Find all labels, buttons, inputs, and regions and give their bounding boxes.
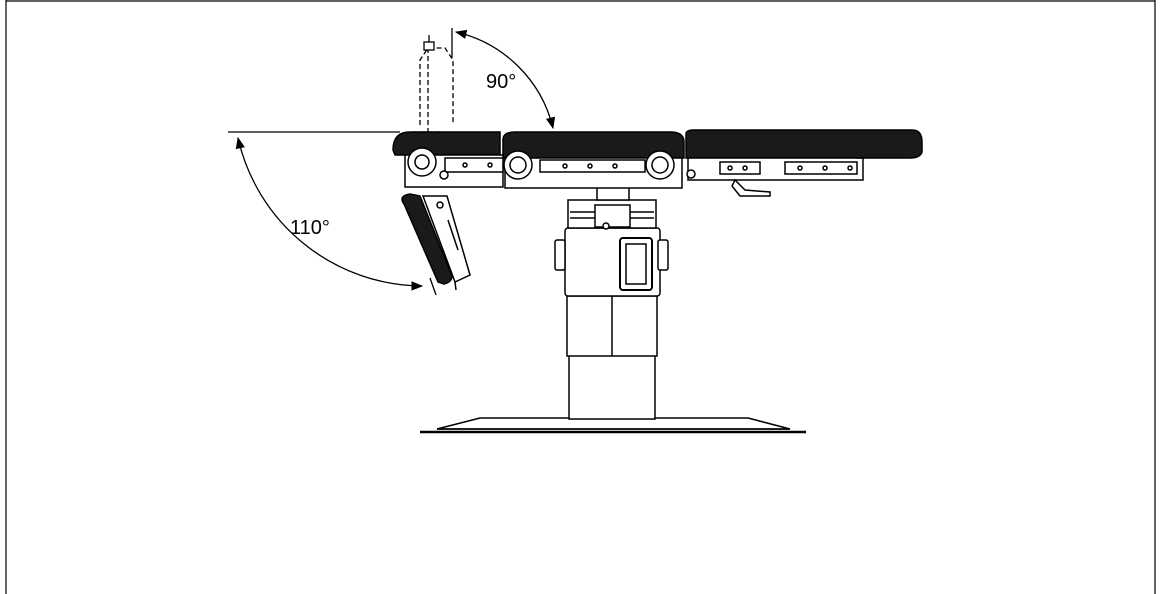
table-leg-section — [685, 129, 923, 197]
table-column — [554, 185, 669, 420]
table-base-plate — [420, 417, 806, 434]
back-section-raised — [412, 47, 454, 133]
table-seat-section — [392, 131, 504, 188]
angle-arc-90 — [451, 28, 556, 130]
back-section-raised-pin — [423, 35, 435, 51]
angle-label-110: 110° — [290, 217, 330, 239]
table-center-section — [502, 131, 685, 189]
page-frame — [5, 0, 1156, 594]
back-section-lowered — [401, 193, 471, 291]
angle-arc-110 — [228, 131, 437, 296]
angle-label-90: 90° — [486, 71, 516, 93]
